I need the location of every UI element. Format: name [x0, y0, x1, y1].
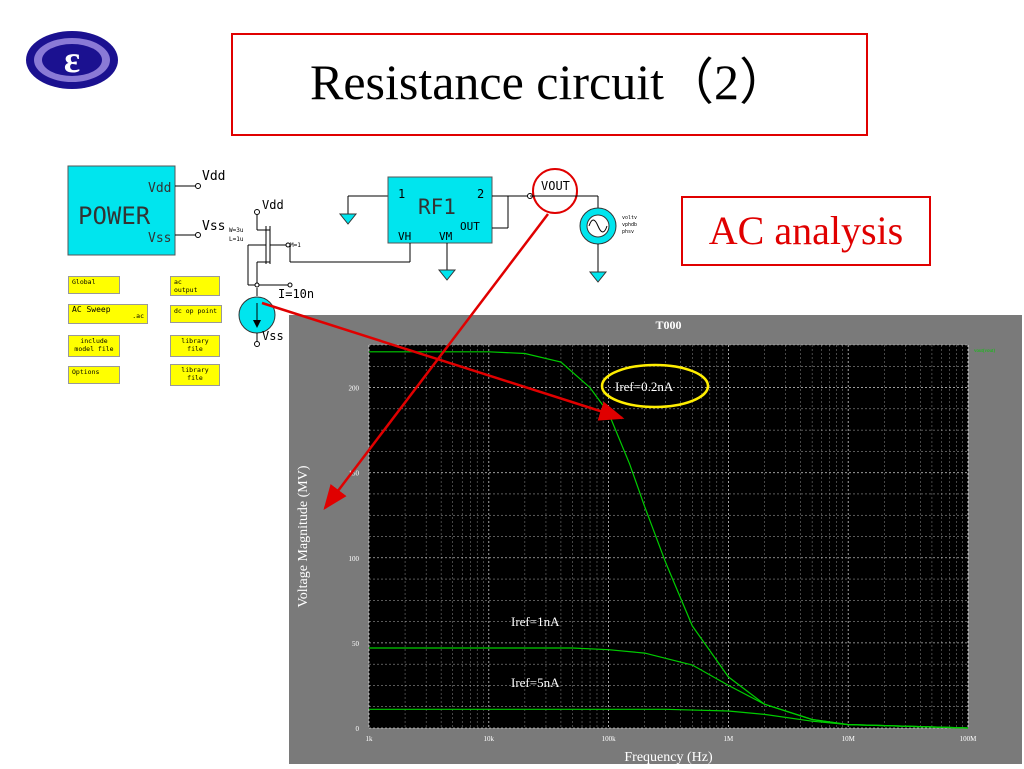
vss-net-label-2: Vss: [262, 329, 284, 343]
ac-analysis-callout: [681, 196, 931, 266]
rf1-vh-pin: VH: [398, 230, 411, 243]
y-tick-label: 150: [349, 470, 360, 478]
chart-title: T000: [655, 318, 681, 332]
arrow-to-iref-label: [261, 301, 625, 421]
plot-area: [369, 345, 968, 728]
vout-highlight: [532, 168, 578, 214]
current-label: I=10n: [278, 287, 314, 301]
series-annotation-3: Iref=5nA: [511, 675, 560, 690]
title-frame: [231, 33, 868, 136]
y-tick-label: 200: [349, 385, 360, 393]
power-vss-pin: Vss: [148, 231, 171, 246]
arrow-to-y-axis: [323, 213, 549, 510]
vss-net-label: Vss: [202, 219, 225, 234]
rf1-name: RF1: [418, 195, 456, 219]
series-annotation-2: Iref=1nA: [511, 614, 560, 629]
x-tick-label: 1k: [366, 735, 374, 743]
probe-line-1: voltv: [622, 215, 637, 221]
power-label: POWER: [78, 202, 151, 230]
vdd-net-label: Vdd: [202, 169, 225, 184]
ac-analysis-label: AC analysis: [708, 208, 904, 253]
mos-m-label: M=1: [290, 242, 301, 249]
rf1-pin1: 1: [398, 187, 405, 201]
x-tick-label: 10k: [484, 735, 495, 743]
epsilon-logo-icon: ε: [26, 31, 118, 89]
rf1-block[interactable]: [387, 176, 493, 244]
svg-text:ε: ε: [64, 39, 80, 81]
dc-op-point-button[interactable]: dc op point: [170, 305, 222, 323]
x-tick-label: 100M: [960, 735, 978, 743]
frequency-response-chart: 1k 10k 100k 1M 10M 100M 0 50 100 150 200 T000Freque…: [296, 318, 995, 765]
series-annotation-1: Iref=0.2nA: [615, 379, 674, 394]
series-line-2: [369, 647, 969, 729]
probe-line-3: phsv: [622, 229, 634, 235]
circuit-schematic: Vdd POWER Vss Vdd Vss Vdd W=3u L=1u M=1 …: [67, 165, 637, 347]
probe-line-2: vphdb: [622, 222, 637, 228]
highlight-ellipse: [600, 363, 710, 409]
y-axis-label: Voltage Magnitude (MV): [296, 465, 311, 607]
y-tick-label: 0: [356, 725, 360, 733]
global-button[interactable]: Global: [68, 276, 120, 294]
vout-label: VOUT: [541, 179, 570, 193]
rf1-vm-pin: VM: [439, 230, 453, 243]
page-title: Resistance circuit（2）: [309, 54, 790, 110]
ac-sweep-button[interactable]: AC Sweep.ac: [68, 304, 148, 324]
vdd-net-label-2: Vdd: [262, 198, 284, 212]
power-vdd-pin: Vdd: [148, 181, 171, 196]
legend-entry: vout(vout): [974, 349, 995, 354]
x-tick-label: 1M: [724, 735, 735, 743]
x-tick-label: 100k: [602, 735, 617, 743]
options-button[interactable]: Options: [68, 366, 120, 384]
x-tick-label: 10M: [842, 735, 856, 743]
mos-width-label: W=3u: [229, 227, 244, 234]
y-tick-label: 100: [349, 555, 360, 563]
mos-length-label: L=1u: [229, 236, 244, 243]
y-tick-label: 50: [352, 640, 360, 648]
rf1-out-pin: OUT: [460, 220, 480, 233]
series-line-3: [369, 708, 969, 729]
rf1-pin2: 2: [477, 187, 484, 201]
x-axis-label: Frequency (Hz): [624, 750, 713, 764]
power-block[interactable]: [67, 165, 176, 256]
